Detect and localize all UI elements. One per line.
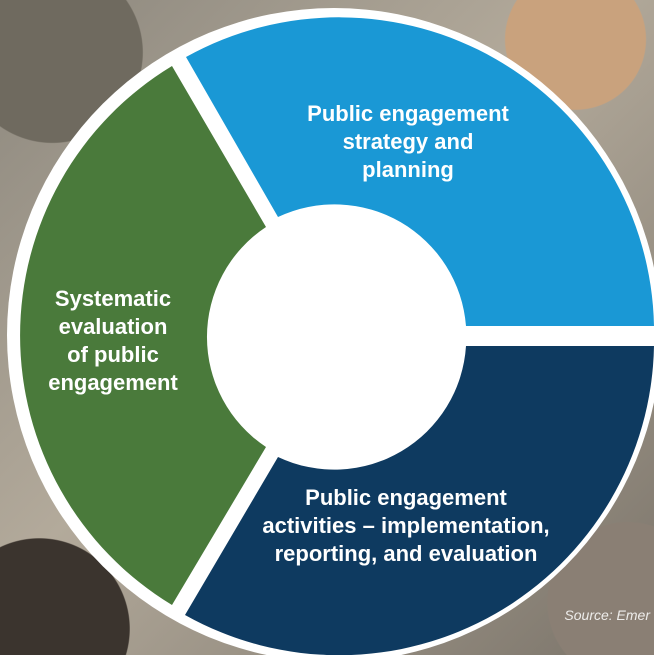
segment-label-evaluation: Systematic evaluation of public engageme…: [48, 286, 178, 395]
segment-label-activities: Public engagement activities – implement…: [262, 485, 550, 566]
segment-strategy-planning: [186, 17, 654, 327]
segment-activities-implementation: [185, 346, 654, 655]
source-caption: Source: Emer: [564, 607, 650, 623]
segment-systematic-evaluation: [20, 66, 267, 605]
center-hole: [208, 209, 460, 461]
segment-label-strategy: Public engagement strategy and planning: [307, 101, 509, 182]
